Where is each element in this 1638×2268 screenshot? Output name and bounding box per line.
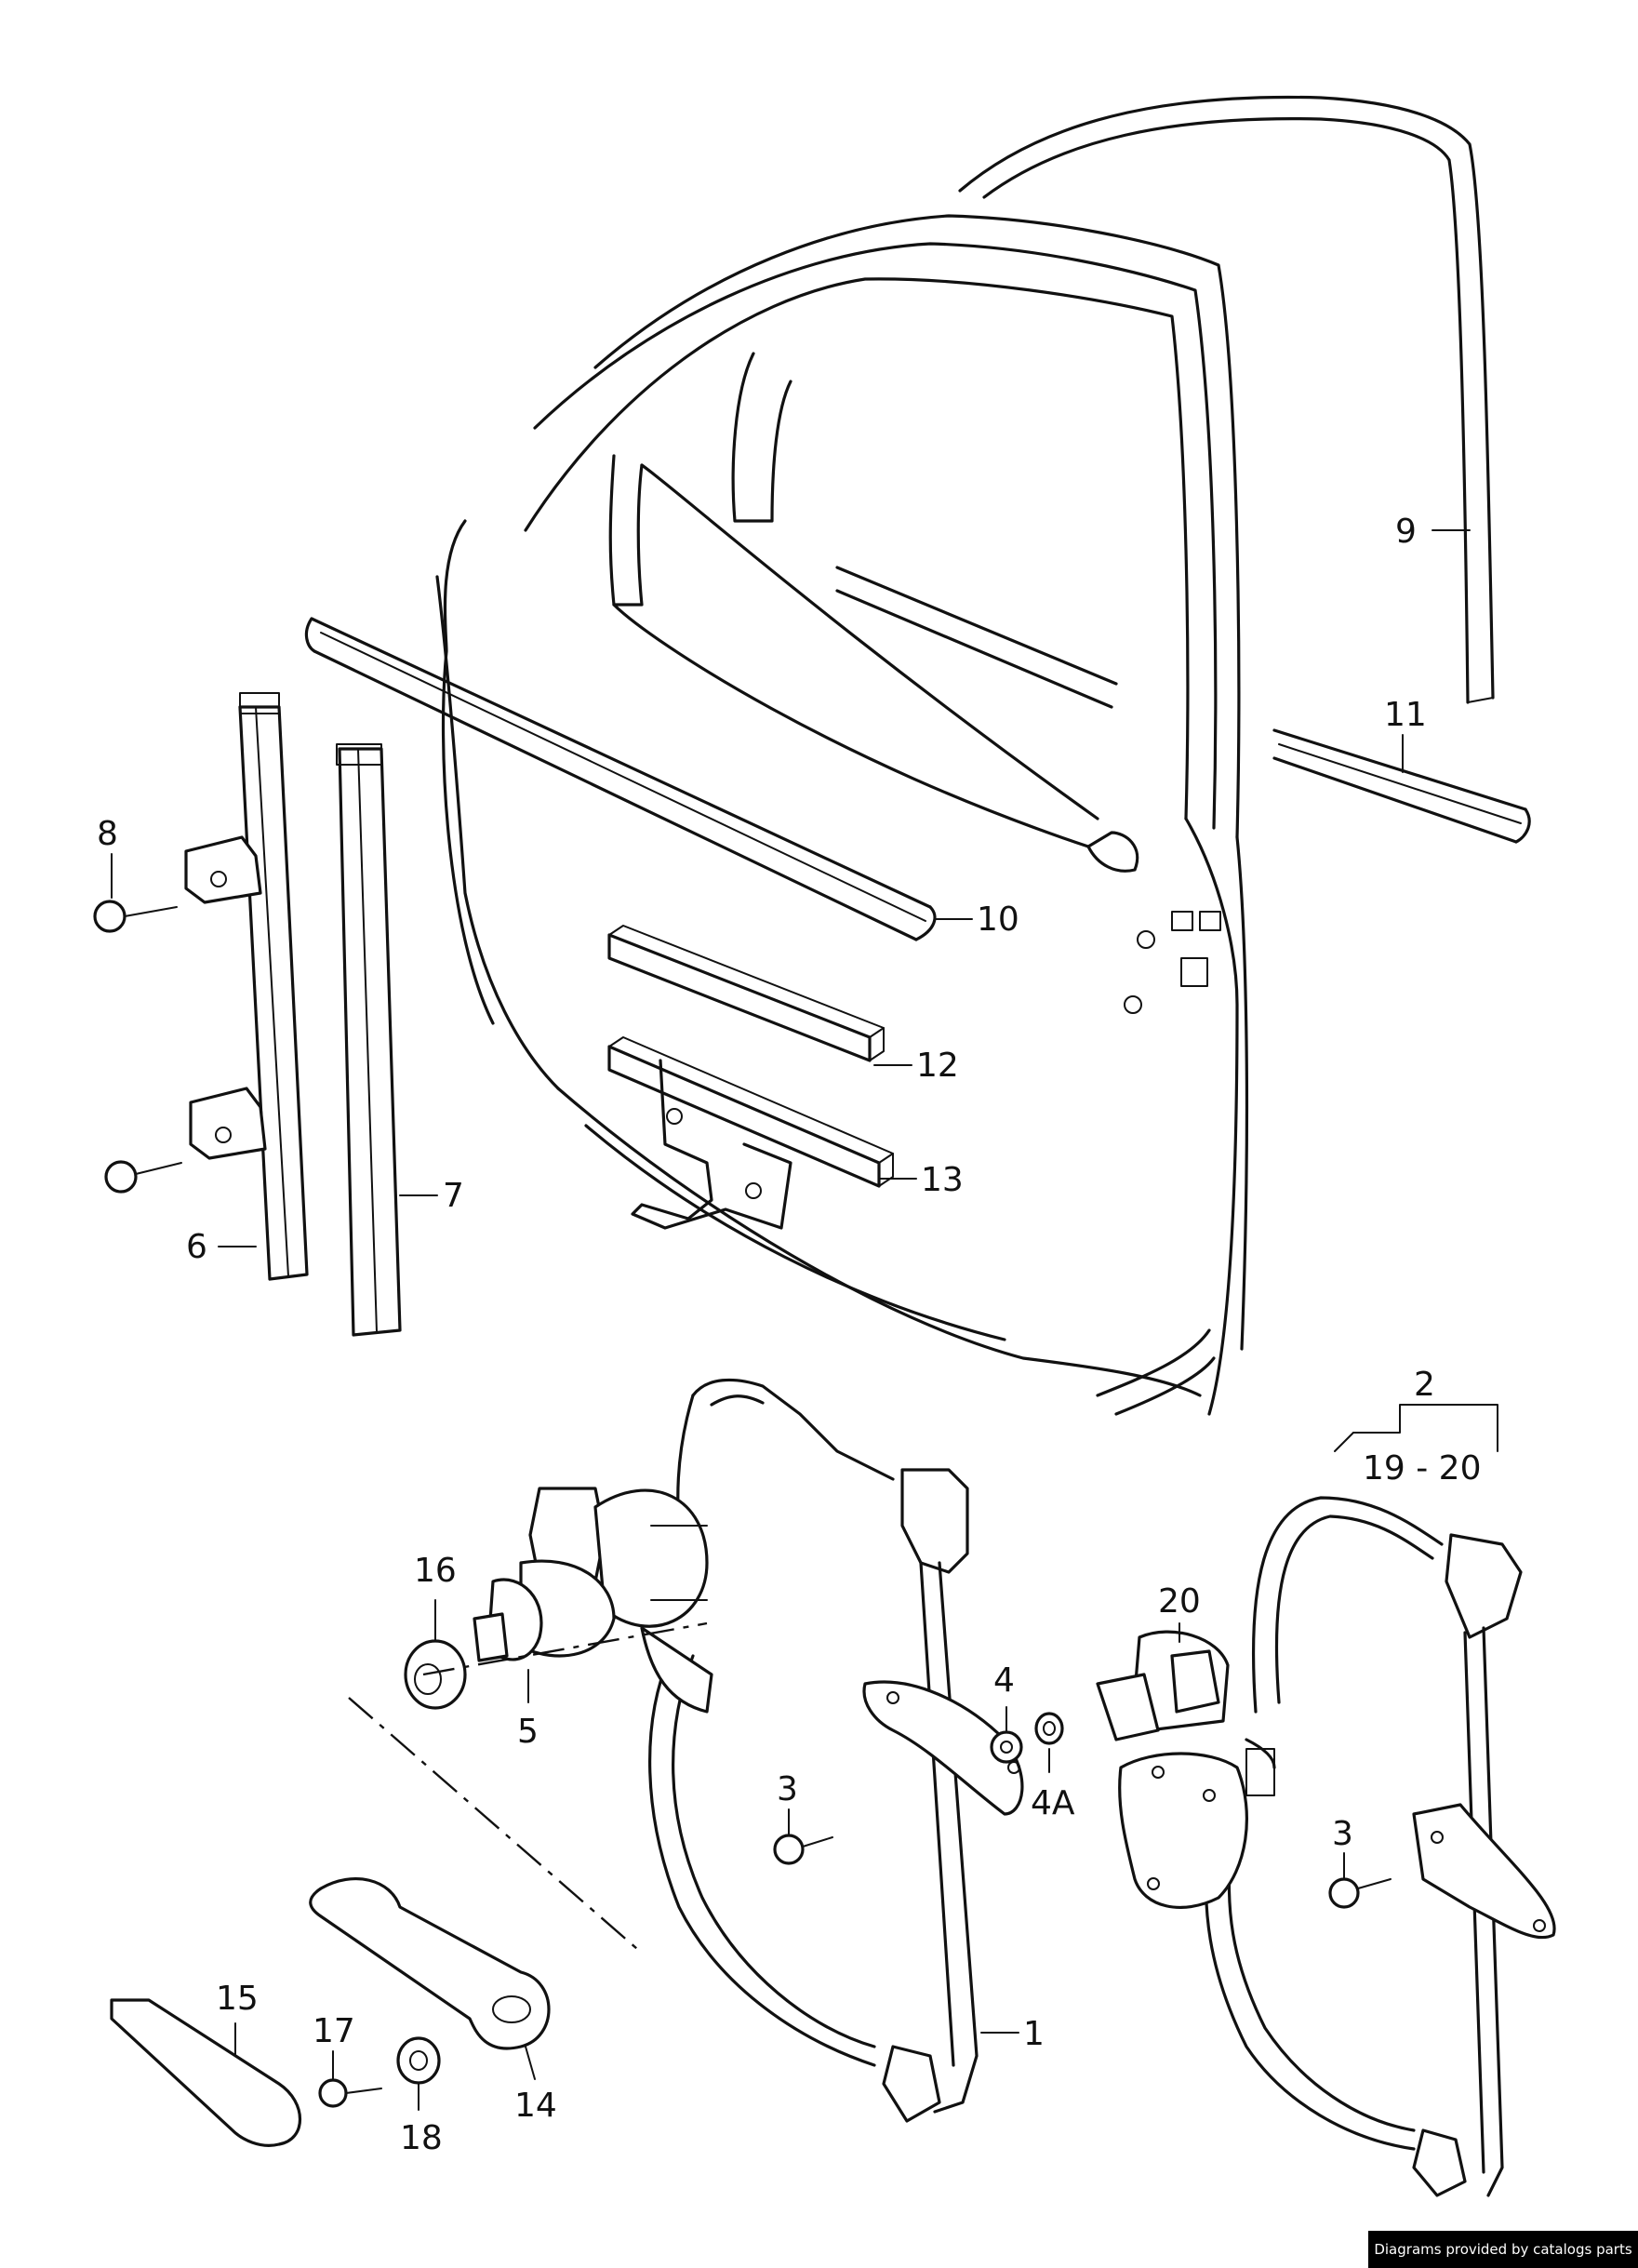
bracket-upper [93,835,262,933]
rear-guide-rail-6 [238,692,309,1281]
callout-15: 15 [216,1980,259,2018]
callout-labels: 9 11 8 10 12 13 7 6 2 19 - 20 16 20 5 4 … [97,513,1482,2157]
credit-banner: Diagrams provided by catalogs parts [1368,2231,1638,2268]
callout-3-left: 3 [777,1770,798,1808]
callout-18: 18 [400,2119,443,2157]
regulator-motor [473,1487,713,1714]
callout-3-right: 3 [1332,1815,1353,1853]
callout-16: 16 [414,1552,457,1590]
washer-18 [396,2036,441,2085]
leader-lines [111,529,1498,2111]
screw-3-right [1328,1877,1392,1909]
washer-4A [1034,1712,1064,1745]
nut-4 [990,1730,1023,1764]
grommet-16 [404,1639,467,1710]
callout-5: 5 [517,1713,539,1751]
callout-20: 20 [1158,1582,1201,1621]
dash-dot-axis-right [422,1621,708,1676]
screw-3-left [773,1834,833,1865]
callout-2: 2 [1414,1366,1435,1404]
guide-channel-13 [607,1036,894,1230]
door-seal-outer [958,95,1495,704]
electric-regulator [1204,1496,1556,2197]
callout-12: 12 [916,1047,959,1085]
callout-13: 13 [921,1161,964,1199]
callout-14: 14 [514,2087,557,2125]
bracket-lower [104,1087,267,1194]
callout-10: 10 [977,901,1019,939]
callout-19-20: 19 - 20 [1363,1449,1482,1488]
guide-channel-12 [607,925,885,1062]
dash-dot-axis-left [348,1697,638,1950]
inner-window-strip [1272,728,1531,844]
manual-regulator [648,1378,1024,2123]
screw-17 [318,2078,382,2108]
crank-cover-15 [110,1998,301,2147]
callout-17: 17 [313,2012,355,2050]
callout-4: 4 [993,1661,1015,1700]
callout-1: 1 [1023,2015,1045,2053]
rear-guide-rail-7 [336,743,402,1337]
door-frame [435,214,1249,1416]
callout-11: 11 [1384,696,1427,734]
outer-window-strip [304,617,937,941]
crank-handle-14 [309,1877,551,2050]
window-motor-20 [1096,1630,1276,1909]
callout-6: 6 [186,1228,207,1266]
callout-8: 8 [97,815,118,853]
callout-4A: 4A [1031,1784,1075,1822]
callout-9: 9 [1395,513,1417,551]
callout-7: 7 [443,1177,464,1215]
